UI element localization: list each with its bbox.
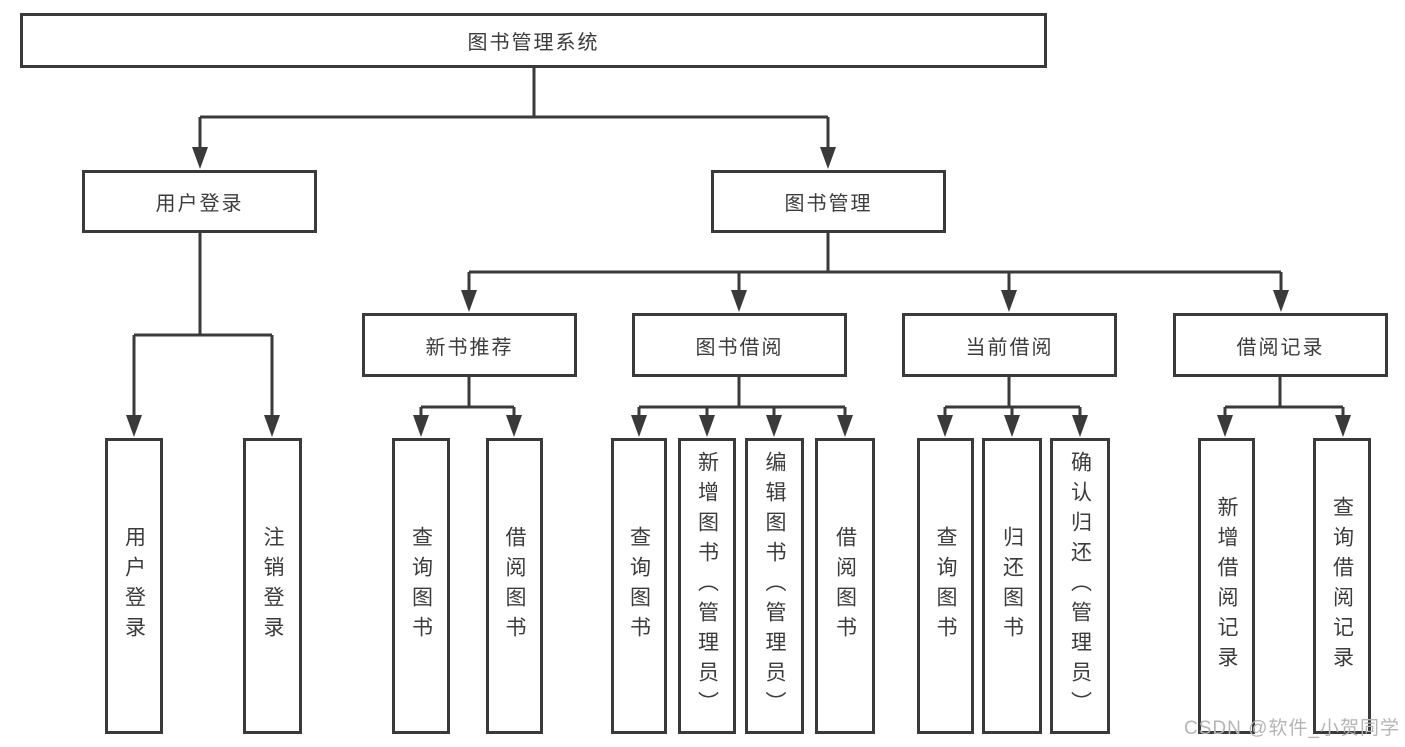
node-logout: 注销登录	[243, 438, 302, 734]
node-library-system: 图书管理系统	[20, 13, 1047, 68]
node-borrowing-records: 借阅记录	[1173, 313, 1388, 377]
node-records-add-record: 新增借阅记录	[1198, 438, 1255, 734]
node-borrowing-edit-books-admin: 编辑图书（管理员）	[745, 438, 804, 734]
node-user-login: 用户登录	[105, 438, 163, 734]
node-borrowing-add-books-admin: 新增图书（管理员）	[678, 438, 736, 734]
node-newbook-borrow-books: 借阅图书	[486, 438, 543, 734]
node-borrowing-query-books: 查询图书	[611, 438, 667, 734]
node-borrowing-borrow-books: 借阅图书	[815, 438, 875, 734]
csdn-watermark: CSDN @软件_小贺同学	[1184, 718, 1400, 739]
node-new-book-recommend: 新书推荐	[362, 313, 577, 377]
node-current-confirm-return-admin: 确认归还（管理员）	[1050, 438, 1110, 734]
node-newbook-query-books: 查询图书	[392, 438, 450, 734]
node-current-return-books: 归还图书	[982, 438, 1042, 734]
node-current-query-books: 查询图书	[917, 438, 974, 734]
node-current-borrowing: 当前借阅	[902, 313, 1117, 377]
node-book-borrowing: 图书借阅	[632, 313, 847, 377]
node-records-query-record: 查询借阅记录	[1313, 438, 1371, 734]
node-book-management: 图书管理	[711, 170, 946, 233]
node-user-login-group: 用户登录	[82, 170, 317, 233]
